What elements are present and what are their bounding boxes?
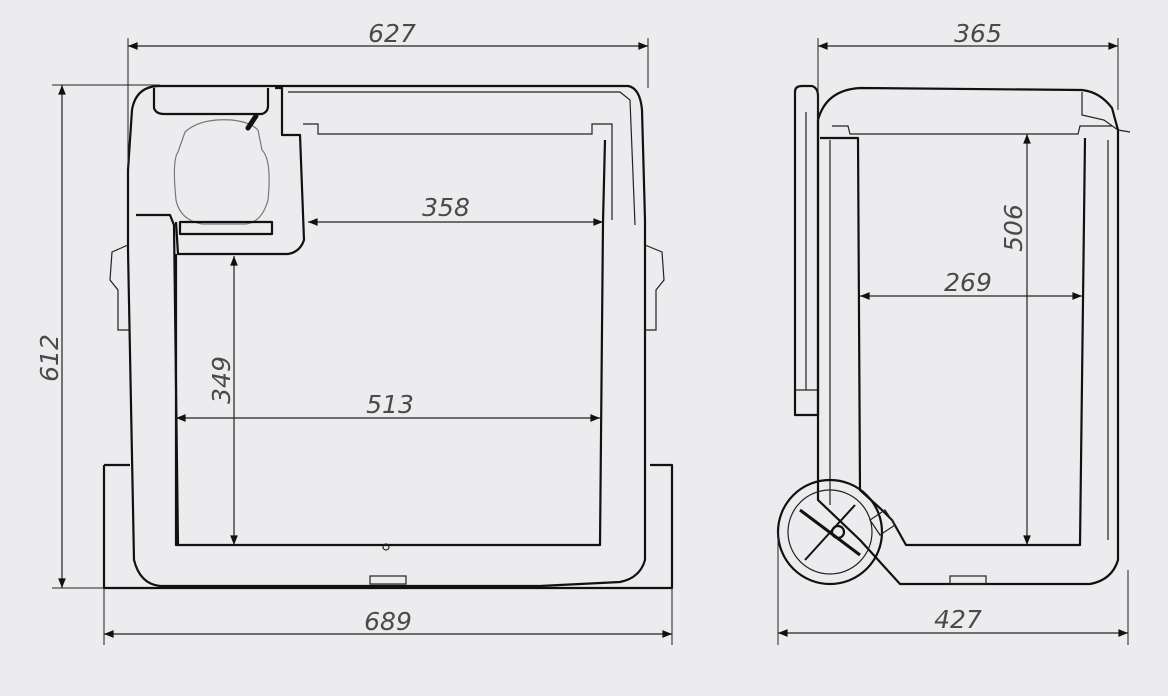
side-outer-body	[816, 86, 1120, 586]
dim-label-506: 506	[999, 204, 1028, 252]
dim-label-627: 627	[368, 19, 416, 48]
dim-label-269: 269	[944, 268, 992, 297]
compressor-icon	[173, 119, 270, 225]
left-handle	[109, 244, 130, 331]
front-inner-cavity	[174, 139, 607, 547]
side-view: 365 427 506 269	[776, 19, 1131, 645]
dim-label-349: 349	[207, 356, 236, 404]
dim-label-689: 689	[364, 607, 412, 636]
dim-label-513: 513	[366, 390, 414, 419]
side-inner-cavity	[820, 136, 1087, 547]
front-base	[102, 463, 674, 590]
front-outer-body	[126, 84, 647, 588]
front-view: 627 612 689 358 349 513	[35, 19, 674, 645]
right-handle	[644, 244, 665, 331]
dim-label-358: 358	[422, 193, 470, 222]
dim-label-427: 427	[934, 605, 982, 634]
dim-label-365: 365	[954, 19, 1002, 48]
compressor-compartment	[152, 88, 270, 116]
dim-label-612: 612	[35, 334, 64, 382]
